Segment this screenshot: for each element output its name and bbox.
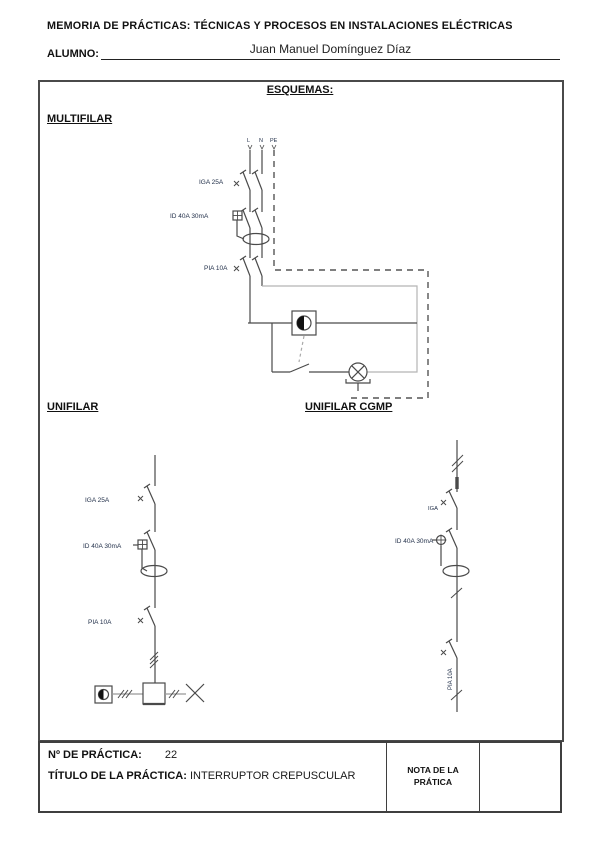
student-name: Juan Manuel Domínguez Díaz bbox=[249, 42, 412, 56]
unifilar-cgmp-diagram: IGA ID 40A 30mA PIA 10A bbox=[395, 440, 470, 712]
iga-breaker-symbol bbox=[233, 169, 263, 191]
section-title: ESQUEMAS: bbox=[266, 84, 334, 96]
unifilar-heading: UNIFILAR bbox=[47, 401, 99, 413]
practice-title-label: TÍTULO DE LA PRÁCTICA: bbox=[48, 770, 187, 782]
cgmp-top-double-slash bbox=[451, 454, 464, 473]
unifilar-id-label: ID 40A 30mA bbox=[83, 543, 122, 550]
phase-label-pe: PE bbox=[270, 138, 278, 144]
document-title: MEMORIA DE PRÁCTICAS: TÉCNICAS Y PROCESO… bbox=[47, 20, 513, 32]
lamp-symbol bbox=[345, 362, 371, 391]
practice-info-cell: Nº DE PRÁCTICA: 22 TÍTULO DE LA PRÁCTICA… bbox=[40, 743, 387, 811]
id-differential-symbol bbox=[232, 207, 270, 246]
unifilar-id-differential bbox=[133, 529, 168, 578]
wire-slashes-left bbox=[117, 689, 133, 699]
cgmp-iga-breaker bbox=[440, 488, 458, 509]
wire-slashes-right bbox=[168, 689, 180, 699]
unifilar-diagram: IGA 25A ID 40A 30mA PIA 10A bbox=[83, 455, 205, 706]
phase-label-n: N bbox=[259, 138, 263, 144]
practice-title-value: INTERRUPTOR CREPUSCULAR bbox=[189, 770, 356, 782]
toroid bbox=[242, 232, 270, 246]
unifilar-photocell-symbol bbox=[94, 685, 113, 704]
cgmp-id-label: ID 40A 30mA bbox=[395, 538, 434, 545]
cgmp-pia-breaker bbox=[440, 638, 458, 659]
unifilar-iga-breaker bbox=[137, 483, 156, 505]
phase-labels: L N PE bbox=[247, 138, 278, 144]
cgmp-pia-label: PIA 10A bbox=[448, 668, 454, 690]
conductor-count-slashes bbox=[149, 651, 159, 669]
phase-arrows bbox=[247, 144, 277, 150]
multifilar-pia-label: PIA 10A bbox=[204, 265, 228, 272]
photocell-symbol bbox=[291, 310, 317, 336]
grade-label: NOTA DE LA PRÁTICA bbox=[407, 765, 459, 787]
pia-breaker-symbol bbox=[233, 255, 263, 277]
practice-number-value: 22 bbox=[164, 749, 178, 761]
unifilar-pia-breaker bbox=[137, 605, 156, 627]
unifilar-lamp-cross bbox=[185, 683, 205, 703]
switch-contact-symbol bbox=[272, 363, 349, 373]
student-row: ALUMNO: Juan Manuel Domínguez Díaz bbox=[47, 40, 560, 60]
cgmp-bottom-slash bbox=[450, 689, 463, 701]
cgmp-mid-slash bbox=[450, 587, 463, 599]
conductor-PE-dashed bbox=[273, 150, 429, 399]
cgmp-id-differential bbox=[432, 527, 470, 578]
footer-table: Nº DE PRÁCTICA: 22 TÍTULO DE LA PRÁCTICA… bbox=[38, 741, 562, 813]
control-dashed-link bbox=[298, 335, 305, 363]
grade-value-cell bbox=[480, 743, 560, 811]
student-name-line: Juan Manuel Domínguez Díaz bbox=[100, 40, 560, 60]
multifilar-iga-label: IGA 25A bbox=[199, 179, 224, 186]
circuit-wires-light bbox=[262, 285, 418, 373]
student-label: ALUMNO: bbox=[47, 48, 99, 60]
schematics-box bbox=[38, 80, 564, 742]
multifilar-id-label: ID 40A 30mA bbox=[170, 213, 209, 220]
grade-cell: NOTA DE LA PRÁTICA bbox=[387, 743, 480, 811]
multifilar-diagram: L N PE bbox=[170, 138, 429, 399]
phase-label-l: L bbox=[247, 138, 250, 144]
practice-number-label: Nº DE PRÁCTICA: bbox=[48, 749, 142, 761]
unifilar-cgmp-heading: UNIFILAR CGMP bbox=[305, 401, 393, 413]
multifilar-heading: MULTIFILAR bbox=[47, 113, 113, 125]
unifilar-iga-label: IGA 25A bbox=[85, 497, 110, 504]
unifilar-pia-label: PIA 10A bbox=[88, 619, 112, 626]
cgmp-iga-label: IGA bbox=[428, 506, 438, 512]
junction-box-symbol bbox=[142, 682, 166, 706]
